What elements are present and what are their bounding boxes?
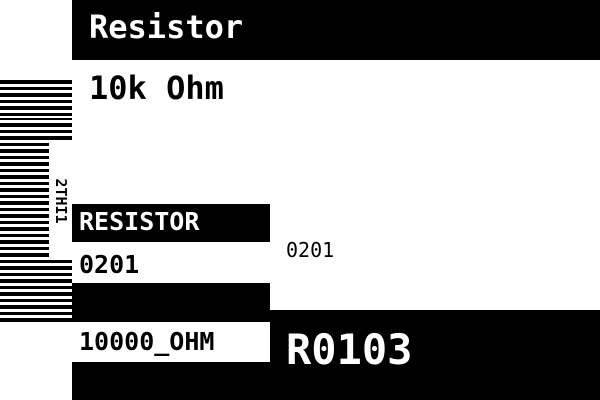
barcode-bar <box>0 286 72 289</box>
package-label: 0201 <box>79 250 140 279</box>
barcode-bar <box>0 113 72 116</box>
barcode-bar <box>0 80 72 84</box>
category-label: RESISTOR <box>79 207 200 236</box>
barcode-bar <box>0 93 72 97</box>
category-bar <box>72 204 270 242</box>
barcode-bar <box>0 253 72 257</box>
barcode-bar <box>0 305 72 309</box>
barcode-bar <box>0 273 72 276</box>
barcode <box>0 80 72 322</box>
barcode-bar <box>0 195 72 198</box>
barcode-bar <box>0 106 72 110</box>
barcode-text: 2THI1 <box>49 143 72 259</box>
part-code-bar <box>270 310 600 400</box>
barcode-bar <box>0 214 72 218</box>
barcode-bar <box>0 279 72 283</box>
barcode-bar <box>0 227 72 231</box>
barcode-bar <box>0 188 72 192</box>
header-bar <box>72 0 600 60</box>
barcode-bar <box>0 299 72 302</box>
barcode-bar <box>0 318 72 322</box>
barcode-bar <box>0 234 72 237</box>
package-small-label: 0201 <box>286 238 335 262</box>
barcode-bar <box>0 201 72 205</box>
barcode-bar <box>0 208 72 211</box>
barcode-bar <box>0 136 72 140</box>
barcode-bar <box>0 169 72 172</box>
bottom-black-bar <box>72 362 270 400</box>
barcode-bar <box>0 292 72 296</box>
barcode-bar <box>0 130 72 133</box>
barcode-bar <box>0 312 72 315</box>
barcode-bar <box>0 175 72 179</box>
header-title: Resistor <box>89 8 244 46</box>
resistance-value: 10k Ohm <box>89 69 224 107</box>
barcode-bar <box>0 266 72 270</box>
barcode-bar <box>0 247 72 250</box>
barcode-text-plate <box>49 143 72 259</box>
barcode-bar <box>0 100 72 103</box>
barcode-text-label: 2THI1 <box>51 178 70 224</box>
barcode-bar <box>0 118 72 120</box>
barcode-bar <box>0 143 72 146</box>
barcode-bar <box>0 156 72 159</box>
barcode-bar <box>0 260 72 263</box>
mid-black-bar <box>72 283 270 322</box>
barcode-bar <box>0 221 72 224</box>
value-code-label: 10000_OHM <box>79 327 215 356</box>
part-code: R0103 <box>286 325 413 374</box>
barcode-bar <box>0 87 72 90</box>
barcode-bar <box>0 162 72 166</box>
barcode-bar <box>0 149 72 153</box>
barcode-bar <box>0 240 72 244</box>
barcode-bar <box>0 182 72 185</box>
barcode-bar <box>0 123 72 127</box>
